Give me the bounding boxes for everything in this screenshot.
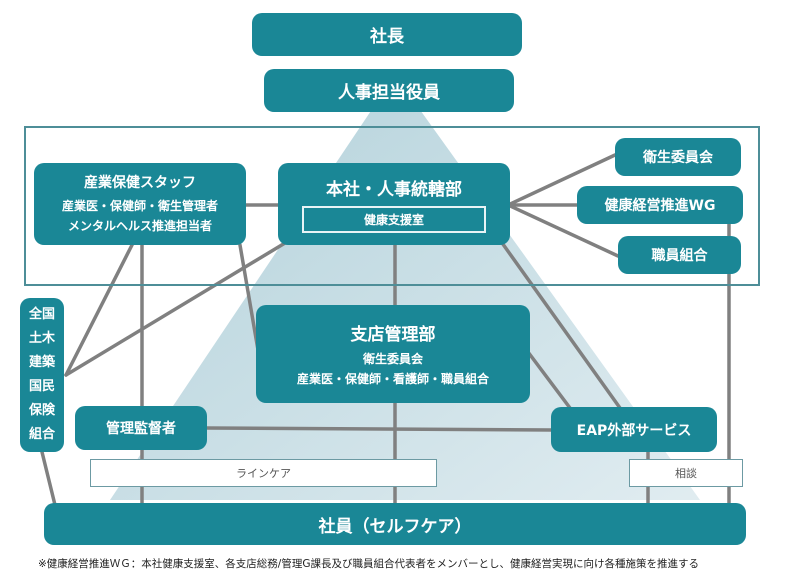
- connector-insurance-employees: [40, 450, 57, 507]
- hq-hr-title: 本社・人事統轄部: [326, 180, 462, 200]
- branch-mgmt-line2: 産業医・保健師・看護師・職員組合: [296, 371, 489, 386]
- node-health-committee[interactable]: 衛生委員会: [615, 138, 741, 176]
- health-support-office[interactable]: 健康支援室: [302, 206, 486, 233]
- connector-ohs-branch: [238, 243, 260, 352]
- insurance-union-line: 国民: [28, 379, 55, 394]
- connector-hq-eap: [498, 238, 622, 410]
- node-eap[interactable]: EAP外部サービス: [551, 407, 717, 452]
- node-staff-union[interactable]: 職員組合: [618, 236, 741, 274]
- insurance-union-line: 保険: [28, 403, 55, 418]
- insurance-union-line: 土木: [28, 331, 55, 346]
- insurance-union-line: 組合: [28, 427, 55, 442]
- footnote: ※健康経営推進ＷＧ：本社健康支援室、各支店総務/管理G課長及び職員組合代表者をメ…: [38, 558, 699, 570]
- insurance-union-line: 建築: [28, 355, 55, 370]
- insurance-union-line: 全国: [28, 307, 55, 322]
- connector-hq-union: [506, 203, 620, 258]
- node-employees[interactable]: 社員（セルフケア）: [44, 503, 746, 545]
- node-hr-executive-label: 人事担当役員: [338, 83, 440, 103]
- consultation-label: 相談: [629, 459, 743, 487]
- branch-mgmt-line1: 衛生委員会: [362, 351, 423, 366]
- consultation-text: 相談: [675, 467, 697, 480]
- supervisors-label: 管理監督者: [106, 421, 176, 437]
- connector-hq-committee: [506, 153, 617, 207]
- node-supervisors[interactable]: 管理監督者: [75, 406, 207, 450]
- connector-supervisor-eap: [205, 426, 554, 432]
- ohs-line1: 産業医・保健師・衛生管理者: [61, 199, 218, 213]
- hq-group-frame: [24, 126, 760, 286]
- node-president[interactable]: 社長: [252, 13, 522, 56]
- connector-hq-insurance: [64, 238, 292, 377]
- employees-label: 社員（セルフケア）: [318, 516, 472, 537]
- node-occupational-health-staff[interactable]: 産業保健スタッフ 産業医・保健師・衛生管理者 メンタルヘルス推進担当者: [34, 163, 246, 245]
- health-committee-label: 衛生委員会: [643, 150, 713, 166]
- node-president-label: 社長: [370, 27, 404, 47]
- health-wg-label: 健康経営推進WG: [604, 198, 716, 214]
- ohs-line2: メンタルヘルス推進担当者: [67, 219, 212, 233]
- ohs-title: 産業保健スタッフ: [84, 175, 196, 191]
- node-hq-hr[interactable]: 本社・人事統轄部 健康支援室: [278, 163, 510, 245]
- connector-branch-eap: [526, 350, 572, 410]
- node-insurance-union[interactable]: 全国 土木 建築 国民 保険 組合: [20, 298, 64, 452]
- node-branch-mgmt[interactable]: 支店管理部 衛生委員会 産業医・保健師・看護師・職員組合: [256, 305, 530, 403]
- branch-mgmt-title: 支店管理部: [350, 324, 436, 345]
- line-care-text: ラインケア: [236, 467, 291, 480]
- eap-label: EAP外部サービス: [576, 422, 692, 439]
- node-hr-executive[interactable]: 人事担当役員: [264, 69, 514, 112]
- staff-union-label: 職員組合: [651, 248, 708, 264]
- line-care-label: ラインケア: [90, 459, 437, 487]
- node-health-wg[interactable]: 健康経営推進WG: [577, 186, 743, 224]
- connector-ohs-insurance: [64, 243, 134, 377]
